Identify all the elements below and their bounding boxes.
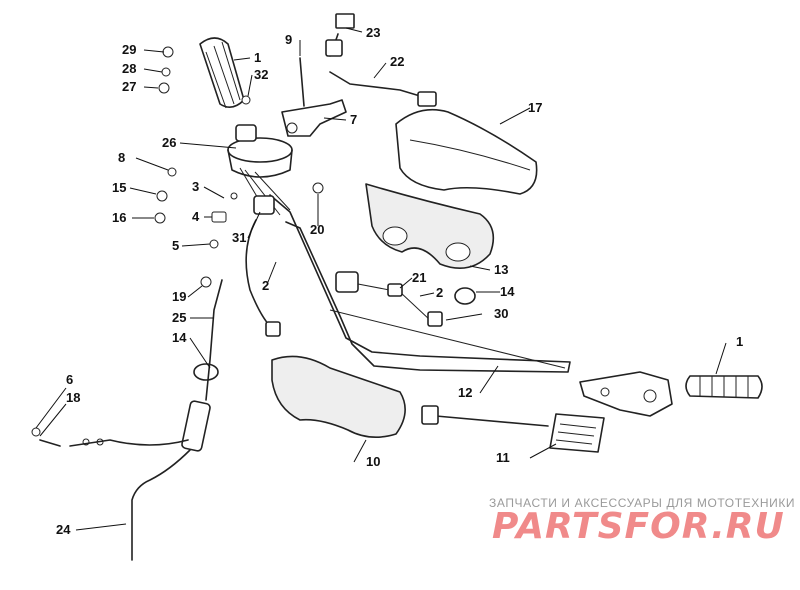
brake-lever-bracket xyxy=(281,99,347,137)
callout-27: 27 xyxy=(122,79,136,94)
callout-20: 20 xyxy=(310,222,324,237)
heater-element xyxy=(421,405,605,453)
callout-22: 22 xyxy=(390,54,404,69)
watermark-logo: PARTSFOR.RU xyxy=(492,506,785,547)
ring-14-lower xyxy=(193,363,219,381)
callout-23: 23 xyxy=(366,25,380,40)
callout-6: 6 xyxy=(66,372,73,387)
callout-15: 15 xyxy=(112,180,126,195)
callout-2-upper: 2 xyxy=(436,285,443,300)
switch-housing xyxy=(227,124,293,216)
callout-5: 5 xyxy=(172,238,179,253)
callout-32: 32 xyxy=(254,67,268,82)
connector-wire xyxy=(325,13,437,107)
callout-4: 4 xyxy=(192,209,200,224)
leader-lines xyxy=(35,27,727,531)
callout-1-top: 1 xyxy=(254,50,261,65)
callout-21: 21 xyxy=(412,270,426,285)
callout-11: 11 xyxy=(496,450,510,465)
callout-10: 10 xyxy=(366,454,380,469)
callout-28: 28 xyxy=(122,61,136,76)
callout-18: 18 xyxy=(66,390,80,405)
callout-19: 19 xyxy=(172,289,186,304)
callout-8: 8 xyxy=(118,150,125,165)
pad-10 xyxy=(271,355,406,438)
box-31 xyxy=(253,195,275,215)
callout-7: 7 xyxy=(350,112,357,127)
handlebar-pad-17 xyxy=(395,108,538,195)
callout-26: 26 xyxy=(162,135,176,150)
callout-1-right: 1 xyxy=(736,334,743,349)
callout-labels: 29 28 27 1 32 9 23 22 7 17 26 8 3 15 4 1… xyxy=(56,25,743,537)
handlebar xyxy=(269,194,571,373)
right-grip xyxy=(685,375,763,399)
cable-25 xyxy=(205,279,223,401)
callout-30: 30 xyxy=(494,306,508,321)
connector-2 xyxy=(265,321,281,337)
callout-25: 25 xyxy=(172,310,186,325)
throttle-cable-assembly xyxy=(39,400,211,561)
callout-2-lower: 2 xyxy=(262,278,269,293)
callout-14-upper: 14 xyxy=(500,284,515,299)
callout-12: 12 xyxy=(458,385,472,400)
callout-29: 29 xyxy=(122,42,136,57)
callout-14-lower: 14 xyxy=(172,330,187,345)
bolt-9 xyxy=(299,57,305,107)
callout-3: 3 xyxy=(192,179,199,194)
callout-13: 13 xyxy=(494,262,508,277)
callout-16: 16 xyxy=(112,210,126,225)
cover-13 xyxy=(365,183,495,270)
wire-2 xyxy=(245,219,275,331)
left-grip xyxy=(199,37,245,109)
callout-17: 17 xyxy=(528,100,542,115)
switch-and-connector xyxy=(335,271,443,327)
callout-9: 9 xyxy=(285,32,292,47)
throttle-assembly xyxy=(579,371,673,417)
watermark-caption: ЗАПЧАСТИ И АКСЕССУАРЫ ДЛЯ МОТОТЕХНИКИ xyxy=(489,496,796,510)
callout-24: 24 xyxy=(56,522,71,537)
ring-14 xyxy=(454,287,476,305)
callout-31: 31 xyxy=(232,230,246,245)
